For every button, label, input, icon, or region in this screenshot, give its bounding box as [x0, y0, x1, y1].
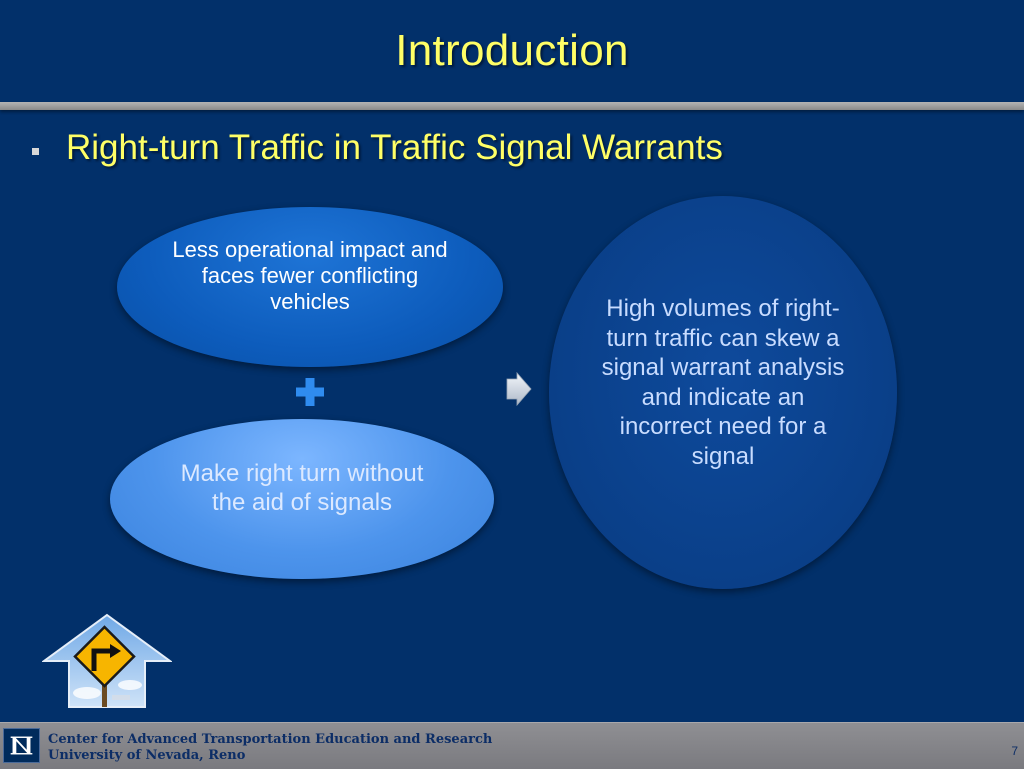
- university-n-logo-icon: [3, 728, 40, 763]
- footer-bar: Center for Advanced Transportation Educa…: [0, 722, 1024, 769]
- footer-organization: Center for Advanced Transportation Educa…: [48, 732, 493, 747]
- slide-title: Introduction: [395, 26, 629, 75]
- ellipse-high-volumes-text: High volumes of right-turn traffic can s…: [601, 295, 845, 470]
- ellipse-make-right-turn: Make right turn without the aid of signa…: [110, 419, 494, 579]
- ellipse-less-impact: Less operational impact and faces fewer …: [117, 207, 503, 367]
- bullet-marker: [32, 148, 39, 155]
- right-turn-sign-icon: [42, 613, 172, 708]
- page-number: 7: [1011, 744, 1018, 758]
- plus-icon: [296, 378, 324, 406]
- bullet-text: Right-turn Traffic in Traffic Signal War…: [66, 128, 723, 167]
- footer-university: University of Nevada, Reno: [48, 748, 246, 763]
- ellipse-high-volumes: High volumes of right-turn traffic can s…: [549, 196, 897, 589]
- arrow-right-icon: [506, 371, 532, 407]
- ellipse-make-right-turn-text: Make right turn without the aid of signa…: [180, 460, 424, 516]
- ellipse-less-impact-text: Less operational impact and faces fewer …: [172, 237, 448, 314]
- title-divider: [0, 102, 1024, 110]
